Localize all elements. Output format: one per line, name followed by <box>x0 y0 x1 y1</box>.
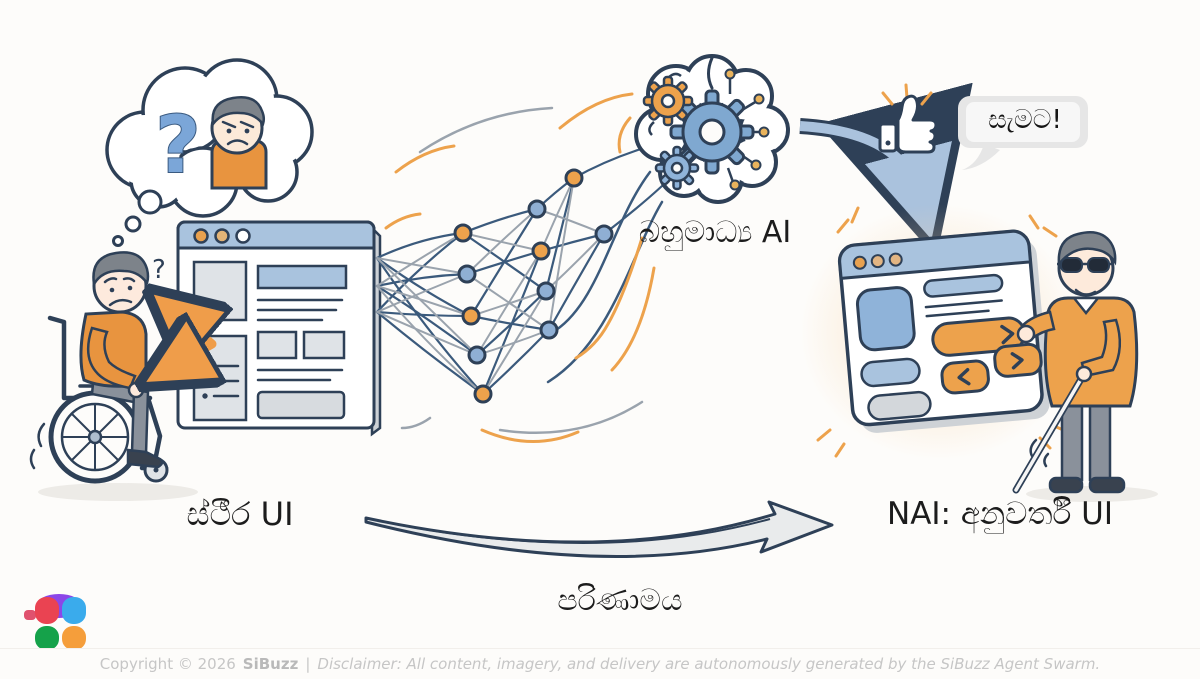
network-nodes <box>453 168 614 404</box>
flow-swoosh-lines <box>384 92 664 444</box>
circuit-dots <box>724 68 770 191</box>
label-multimodal-ai: බහුමාධ්‍ය AI <box>638 215 792 250</box>
chevron-right-icon <box>1010 352 1024 370</box>
gear-icon-small <box>654 145 700 191</box>
label-transformation: පරිණාමය <box>557 583 683 618</box>
static-ui-content <box>192 260 348 422</box>
transformation-arrow-icon <box>364 500 834 558</box>
neural-network <box>375 92 664 444</box>
footer-disclaimer: Disclaimer: All content, imagery, and de… <box>317 655 1101 673</box>
chevron-right-icon <box>1000 324 1015 345</box>
confusion-question-icon: ? <box>152 255 166 285</box>
window-dots-icon <box>852 252 903 270</box>
label-adaptive-ui: NAI: අනුවර්තී UI <box>887 496 1113 532</box>
network-edges <box>375 146 664 396</box>
brand-logo <box>24 594 86 650</box>
gear-icon-orange <box>642 75 694 127</box>
speech-bubble-text: සැමට! <box>988 105 1062 135</box>
footer-separator: | <box>305 655 311 673</box>
thumbs-up-icon <box>878 83 938 154</box>
footer: Copyright © 2026 SiBuzz | Disclaimer: Al… <box>0 648 1200 679</box>
back-button <box>940 359 990 395</box>
speech-bubble <box>958 96 1088 170</box>
motion-marks-icon <box>29 422 46 470</box>
cane-motion-marks-icon <box>1029 438 1050 468</box>
footer-brand: SiBuzz <box>242 655 299 673</box>
static-ui-window <box>176 220 382 437</box>
mismatch-arrow-icon <box>160 305 212 374</box>
adaptive-ui-window <box>837 229 1050 433</box>
label-static-ui: ස්ථීර UI <box>186 495 294 533</box>
next-button <box>993 342 1043 378</box>
thought-trail-bubbles <box>112 189 163 247</box>
ai-brain-icon <box>634 54 790 204</box>
window-dots-icon <box>193 228 251 244</box>
blind-user <box>1012 231 1139 494</box>
thought-bubble: ? <box>105 58 314 247</box>
wheelchair-user: ? <box>29 251 212 484</box>
question-mark-icon: ? <box>155 101 200 191</box>
sunglasses-icon <box>1057 257 1113 273</box>
chevron-left-icon <box>957 367 971 386</box>
title-bar <box>838 229 1033 281</box>
footer-copyright: Copyright © 2026 <box>99 655 236 673</box>
frustrated-user-icon <box>210 96 268 190</box>
